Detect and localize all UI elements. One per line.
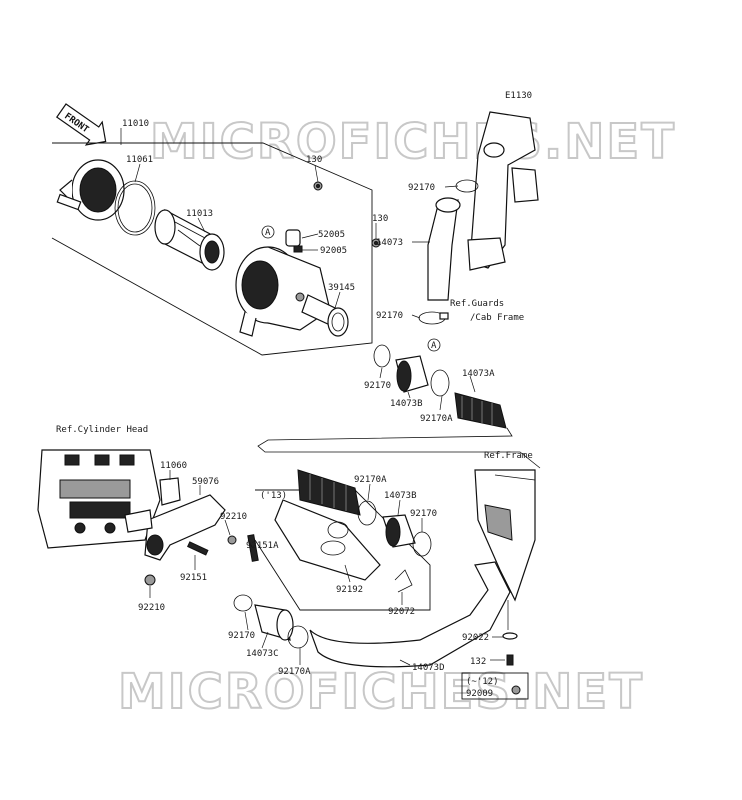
part-label-14073B-mid: 14073B [384, 491, 417, 501]
part-label-92192: 92192 [336, 585, 363, 595]
routing-outline [257, 427, 541, 469]
ref-cab-frame-label: /Cab Frame [470, 313, 524, 323]
part-label-92210-upper: 92210 [220, 512, 247, 522]
washer-92022 [502, 632, 518, 640]
part-label-130-top: 130 [306, 155, 322, 165]
bolt-132 [506, 654, 514, 666]
ref-frame-label: Ref.Frame [484, 451, 533, 461]
stud-92151 [187, 541, 209, 556]
duct-39145 [301, 294, 349, 337]
air-cleaner-housing [235, 246, 331, 337]
dust-valve [285, 229, 303, 253]
part-label-59076: 59076 [192, 477, 219, 487]
clamp-92170-top [455, 179, 479, 193]
boot-14073B-mid [382, 514, 416, 548]
part-label-132: 132 [470, 657, 486, 667]
part-label-130-mid: 130 [372, 214, 388, 224]
part-label-14073: 14073 [376, 238, 403, 248]
part-label-11060: 11060 [160, 461, 187, 471]
part-label-92072: 92072 [388, 607, 415, 617]
ref-guards-label: Ref.Guards [450, 299, 504, 309]
stud-92151A [247, 534, 259, 562]
part-label-14073B-top: 14073B [390, 399, 423, 409]
part-label-92022: 92022 [462, 633, 489, 643]
nut-92210-lower [144, 574, 156, 586]
clamp-92170-left [373, 344, 391, 368]
tube-14073D [309, 561, 511, 668]
part-label-92151: 92151 [180, 573, 207, 583]
part-label-14073A: 14073A [462, 369, 495, 379]
air-cleaner-kit-box [51, 142, 373, 356]
part-label-92170-lower: 92170 [228, 631, 255, 641]
watermark-bottom: MICROFICHES.NET [118, 664, 644, 720]
bellows-middle [297, 469, 361, 516]
gasket-11060 [159, 477, 181, 506]
part-label-92170A-top: 92170A [420, 414, 453, 424]
leader-lines [120, 128, 509, 666]
part-label-92009: 92009 [466, 689, 493, 699]
air-cleaner-cap [56, 159, 125, 221]
part-label-11013: 11013 [186, 209, 213, 219]
part-label-11010: 11010 [122, 119, 149, 129]
part-label-92170-left: 92170 [364, 381, 391, 391]
boot-14073B-upper [395, 355, 429, 393]
nut-92210-upper [227, 535, 237, 545]
year-13-label: ('13) [260, 491, 287, 501]
svg-text:A: A [431, 341, 437, 351]
part-label-52005: 52005 [318, 230, 345, 240]
clamp-92170-right [412, 531, 432, 557]
part-label-92170-mid: 92170 [376, 311, 403, 321]
year-12-box [461, 672, 529, 700]
diagram-code: E1130 [505, 91, 532, 101]
cylinder-head [37, 449, 161, 549]
o-ring-11061 [114, 180, 156, 236]
boot-92192 [274, 499, 381, 581]
part-label-92005: 92005 [320, 246, 347, 256]
callout-a-duct [427, 338, 441, 352]
part-label-11061: 11061 [126, 155, 153, 165]
filter-element [154, 209, 225, 271]
bellows-14073A [454, 392, 507, 429]
clamp-92170A-lower [287, 625, 309, 649]
svg-text:A: A [265, 228, 271, 238]
clamp-92170A-mid [357, 500, 377, 526]
year-12-label: (~'12) [466, 677, 499, 687]
intake-manifold [124, 494, 226, 561]
hose-14073C [254, 604, 294, 641]
watermark-top: MICROFICHES.NET [150, 114, 676, 170]
part-label-14073C: 14073C [246, 649, 279, 659]
screw-92009 [511, 685, 521, 695]
hose-14073 [427, 199, 459, 301]
ref-cylinder-head-label: Ref.Cylinder Head [56, 425, 148, 435]
part-label-92210-lower: 92210 [138, 603, 165, 613]
part-label-92170-top: 92170 [408, 183, 435, 193]
part-label-92170A-mid: 92170A [354, 475, 387, 485]
clamp-92170-lower [233, 594, 253, 612]
part-label-39145: 39145 [328, 283, 355, 293]
part-label-92170-right: 92170 [410, 509, 437, 519]
upper-intake-duct [467, 111, 539, 271]
clamp-92072 [394, 569, 413, 593]
bolt-130-top [313, 181, 323, 191]
part-label-92170A-lower: 92170A [278, 667, 311, 677]
clamp-92170A-upper [430, 369, 450, 397]
front-arrow-icon: FRONT [55, 103, 107, 146]
part-label-92151A: 92151A [246, 541, 279, 551]
part-label-14073D: 14073D [412, 663, 445, 673]
frame [474, 469, 536, 602]
part-labels: 11010 11061 11013 130 130 52005 92005 39… [122, 119, 495, 699]
callout-a-housing [261, 225, 275, 239]
